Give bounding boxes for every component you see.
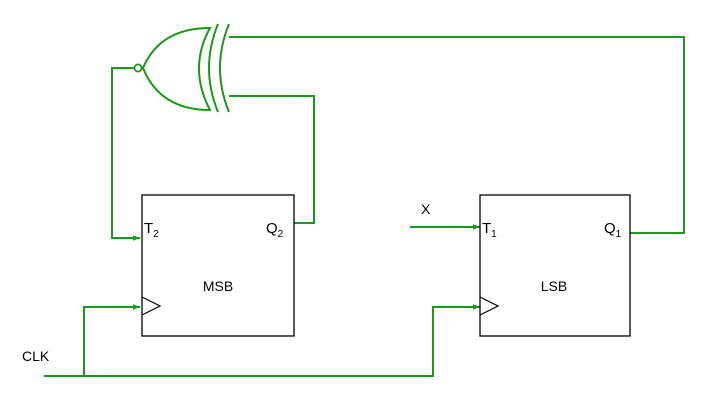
x-input-label: X [421,201,431,217]
xnor-gate-input-arc [208,23,219,113]
xnor-gate-input-arc-outer [219,23,230,113]
wire-clock-to-msb [83,304,140,376]
wire-q1-to-gate [229,36,685,234]
flipflop-lsb-box [479,194,631,337]
lsb-input-label: T1 [482,220,497,240]
xnor-gate [133,23,230,113]
clock-label: CLK [22,348,50,364]
wire-clock-to-lsb [44,304,480,377]
msb-output-label: Q2 [266,220,284,240]
msb-name-label: MSB [203,278,233,294]
xnor-gate-body [141,26,212,112]
lsb-output-label: Q1 [604,220,622,240]
xnor-inversion-bubble [133,63,143,73]
wire-gate-to-t2 [111,67,140,241]
lsb-clock-triangle [479,296,500,316]
flipflop-msb: T2 Q2 MSB [141,194,295,337]
msb-clock-triangle [141,296,162,316]
wire-q2-to-gate [229,95,315,224]
lsb-name-label: LSB [541,278,567,294]
msb-input-label: T2 [144,220,159,240]
flipflop-lsb: T1 Q1 LSB [479,194,631,337]
flipflop-msb-box [141,194,295,337]
